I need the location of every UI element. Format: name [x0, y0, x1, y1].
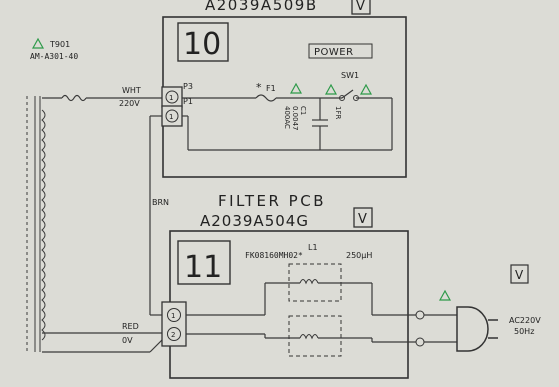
capacitor-value: 0.0047 [291, 106, 299, 131]
top-board-part-number: A2039A509B [205, 0, 318, 14]
ac-input-warning-icon [438, 289, 452, 301]
filter-board-number-box [177, 240, 231, 285]
filter-pin-2-number: 2 [171, 331, 175, 339]
transformer-warning-icon [31, 37, 45, 49]
wire-white-voltage: 220V [119, 99, 140, 108]
ac-input-version-box [510, 264, 529, 284]
capacitor-type-group: 1FR [334, 106, 342, 119]
switch-warning-icon [359, 83, 373, 95]
filter-board-version-box [353, 207, 373, 228]
warning-triangles [31, 37, 452, 301]
filter-board-title: FILTER PCB [218, 192, 326, 210]
top-board-version-box [351, 0, 371, 15]
capacitor-voltage: 400AC [283, 106, 291, 129]
ac-plug-prongs [488, 319, 498, 339]
capacitor-ref: C1 [299, 106, 307, 115]
connector-p3-pin [165, 90, 179, 104]
transformer-core [26, 96, 41, 352]
capacitor-warning-icon [324, 83, 338, 95]
wire-white-label: WHT [122, 86, 141, 95]
connector-p1-pin-number: 1 [169, 113, 173, 121]
choke-windings [299, 278, 319, 340]
connector-p1-pin [165, 109, 179, 123]
ac-terminal-bottom [415, 337, 425, 347]
top-board-number-box [177, 22, 229, 62]
inductor-ref: L1 [308, 243, 318, 252]
transformer-primary-winding [41, 109, 46, 341]
capacitor-label-group: C1 0.0047 400AC [283, 106, 307, 131]
inductor-value: 250μH [346, 251, 372, 260]
filter-board-part-number: A2039A504G [200, 212, 309, 230]
ac-input-frequency: 50Hz [514, 327, 534, 336]
ac-terminal-top [415, 310, 425, 320]
top-board-number: 10 [183, 27, 221, 62]
connector-p3-pin-number: 1 [169, 94, 173, 102]
ac-plug-icon [456, 306, 489, 352]
transformer-leads [42, 94, 163, 353]
switch-contact-left [339, 95, 345, 101]
filter-connector-pin-2 [167, 327, 181, 341]
ac-input-voltage: AC220V [509, 316, 541, 325]
switch-label: SW1 [341, 71, 359, 80]
transformer-ref: T901 [49, 40, 70, 49]
wire-brown-label: BRN [152, 198, 169, 207]
wire-red-voltage: 0V [122, 336, 133, 345]
power-label: POWER [314, 47, 354, 58]
top-board-version-label: V [356, 0, 365, 14]
switch-contact-right [353, 95, 359, 101]
choke-lower-box [288, 315, 342, 357]
fuse-label: F1 [266, 84, 276, 93]
filter-pin-1-number: 1 [171, 312, 175, 320]
filter-board-number: 11 [184, 250, 222, 285]
filter-board-version-label: V [358, 212, 367, 227]
transformer-part: AM-A301-40 [30, 52, 78, 61]
power-label-box [308, 43, 373, 59]
fuse-warning-icon [289, 82, 303, 94]
top-board-wiring [182, 89, 393, 151]
ac-input-version-label: V [515, 268, 524, 282]
ac-plug-lines [424, 314, 457, 343]
inductor-part: FK08160MH02* [245, 251, 303, 260]
fuse-safety-marker: * [256, 81, 262, 94]
wire-red-label: RED [122, 322, 139, 331]
connector-p3-label: P3 [183, 82, 193, 91]
connector-p1-label: P1 [183, 97, 193, 106]
filter-connector [161, 301, 187, 347]
filter-connector-pin-1 [167, 308, 181, 322]
filter-wiring [186, 282, 416, 343]
brown-wire [149, 115, 162, 316]
top-board-header: A2039A509B V [205, 0, 371, 15]
capacitor-type: 1FR [334, 106, 342, 119]
